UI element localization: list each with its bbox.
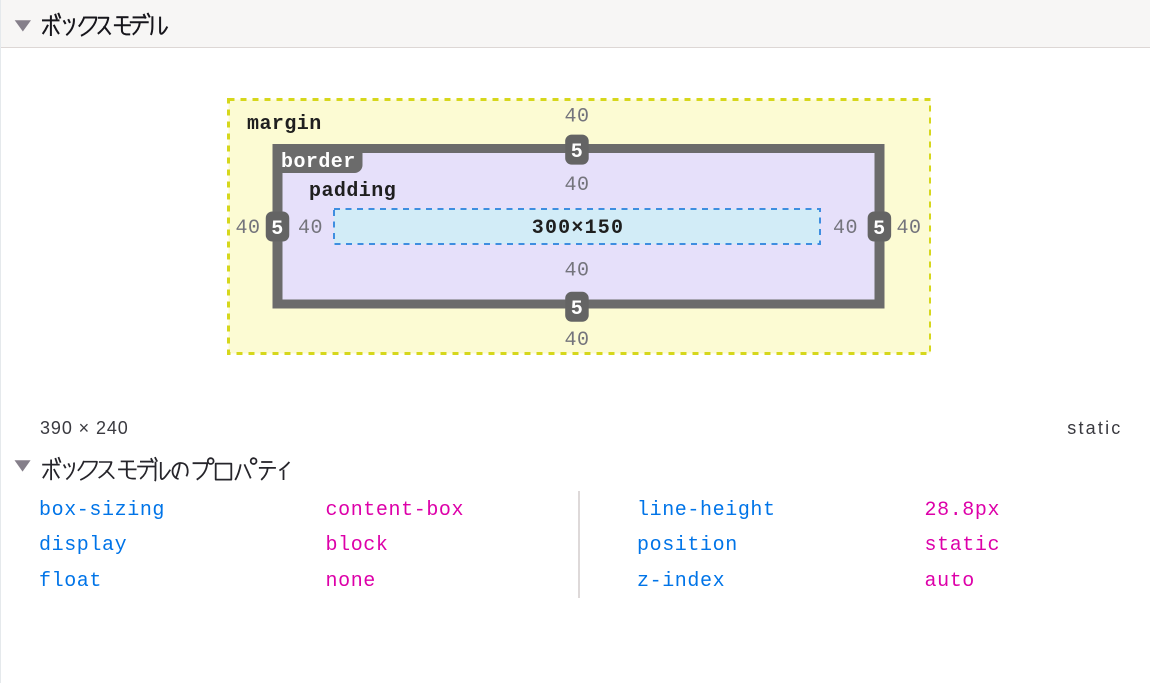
svg-text:border: border xyxy=(281,151,356,174)
svg-text:padding: padding xyxy=(309,180,396,203)
svg-text:40: 40 xyxy=(565,106,590,129)
svg-text:40: 40 xyxy=(298,217,323,240)
svg-text:margin: margin xyxy=(247,113,322,136)
svg-text:300×150: 300×150 xyxy=(532,217,624,240)
svg-text:40: 40 xyxy=(236,217,261,240)
svg-text:40: 40 xyxy=(565,329,590,352)
svg-text:5: 5 xyxy=(873,218,885,241)
svg-text:40: 40 xyxy=(565,174,590,197)
svg-text:40: 40 xyxy=(833,217,858,240)
svg-text:5: 5 xyxy=(571,141,583,164)
svg-text:40: 40 xyxy=(565,260,590,283)
svg-text:5: 5 xyxy=(271,218,283,241)
svg-text:5: 5 xyxy=(571,298,583,321)
svg-text:40: 40 xyxy=(897,217,922,240)
